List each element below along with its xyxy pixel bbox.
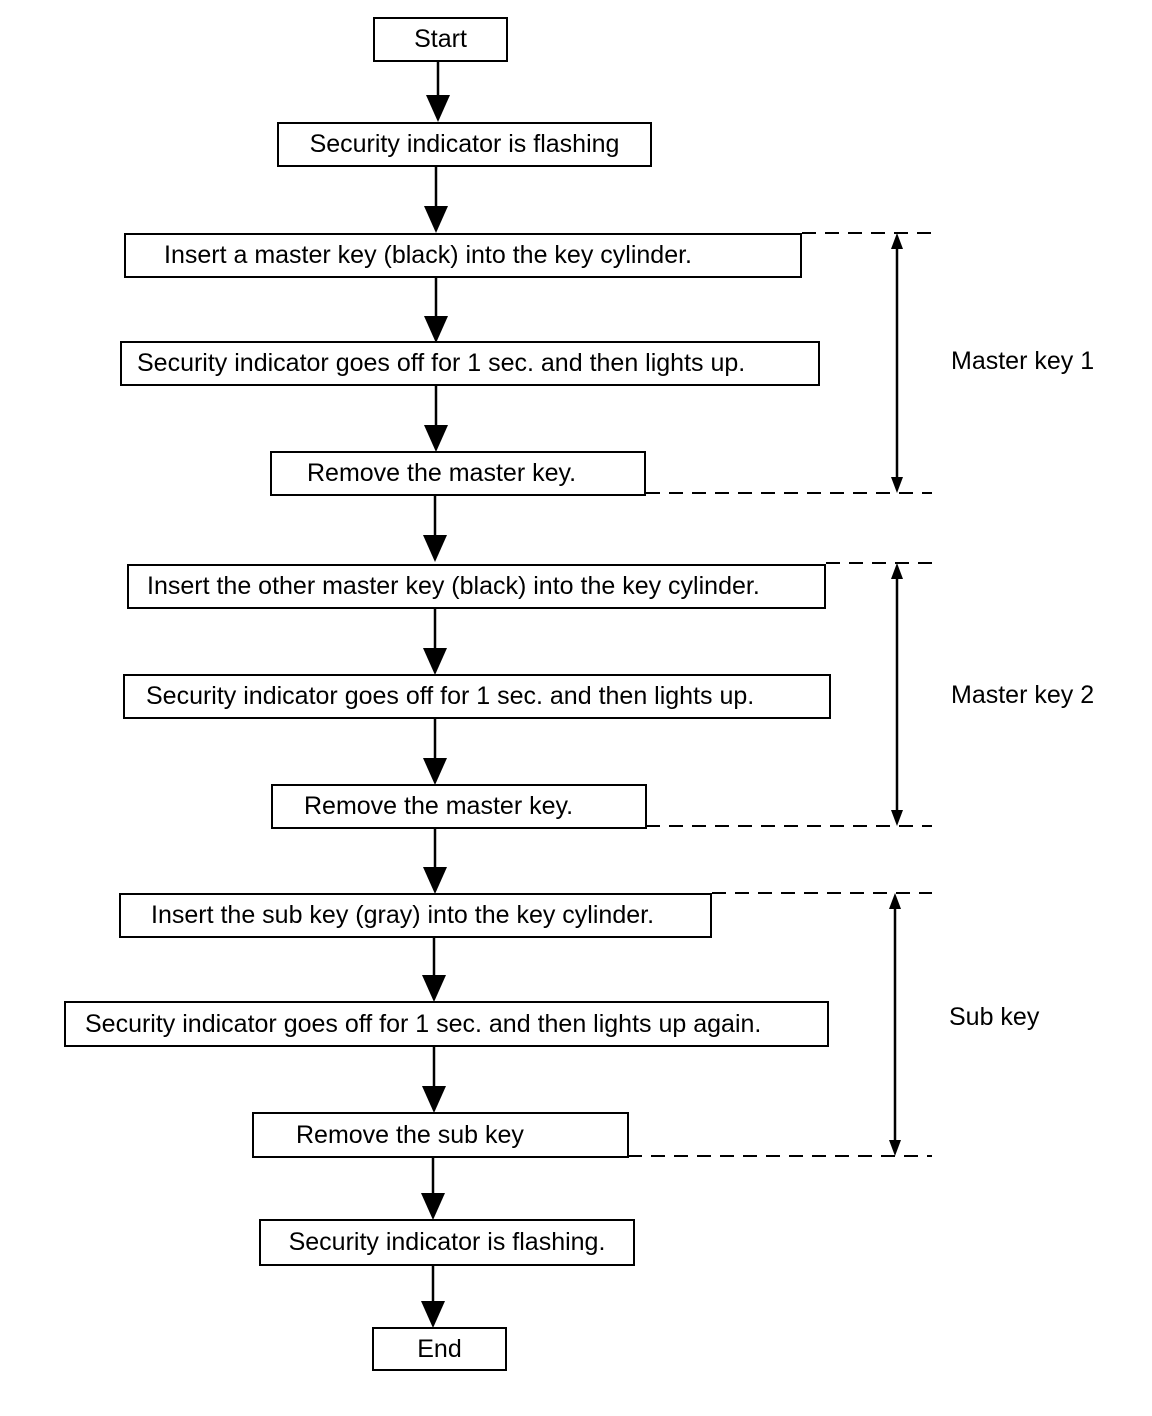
arrowhead <box>424 425 448 452</box>
step-insert-other-master-key: Insert the other master key (black) into… <box>127 564 826 609</box>
span-arrowhead <box>891 563 903 579</box>
group-label-sub-key: Sub key <box>949 1003 1040 1031</box>
arrowhead <box>421 1301 445 1328</box>
step-label: Security indicator goes off for 1 sec. a… <box>85 1009 762 1038</box>
step-indicator-off-on: Security indicator goes off for 1 sec. a… <box>123 674 831 719</box>
arrowhead <box>422 975 446 1002</box>
step-label: Remove the master key. <box>307 459 577 487</box>
step-label: Security indicator is flashing <box>309 130 620 158</box>
step-label: Remove the master key. <box>304 792 574 820</box>
group-label-master-key-1: Master key 1 <box>951 347 1095 375</box>
span-arrowhead <box>889 1140 901 1156</box>
step-remove-master-key: Remove the master key. <box>271 784 647 829</box>
step-label: Insert a master key (black) into the key… <box>164 241 692 269</box>
arrowhead <box>424 316 448 343</box>
step-label: Remove the sub key <box>296 1120 524 1149</box>
arrowhead <box>421 1193 445 1220</box>
step-security-flashing: Security indicator is flashing <box>277 122 652 167</box>
step-remove-master-key: Remove the master key. <box>270 451 646 496</box>
step-label: Security indicator is flashing. <box>288 1228 606 1256</box>
start-terminal: Start <box>373 17 508 62</box>
step-label: Start <box>414 25 467 53</box>
step-label: Security indicator goes off for 1 sec. a… <box>146 682 755 710</box>
end-terminal: End <box>372 1327 507 1371</box>
arrowhead <box>424 206 448 233</box>
step-label: Security indicator goes off for 1 sec. a… <box>137 349 746 377</box>
group-label-master-key-2: Master key 2 <box>951 681 1095 709</box>
step-indicator-off-on-again: Security indicator goes off for 1 sec. a… <box>64 1001 829 1047</box>
arrowhead <box>426 95 450 122</box>
step-insert-sub-key: Insert the sub key (gray) into the key c… <box>119 893 712 938</box>
step-label: Insert the sub key (gray) into the key c… <box>151 901 655 929</box>
step-label: End <box>417 1334 462 1363</box>
step-label: Insert the other master key (black) into… <box>147 572 760 600</box>
arrowhead <box>423 535 447 562</box>
span-arrowhead <box>891 810 903 826</box>
arrowhead <box>423 648 447 675</box>
step-security-flashing-final: Security indicator is flashing. <box>259 1219 635 1266</box>
arrowhead <box>422 1086 446 1113</box>
step-remove-sub-key: Remove the sub key <box>252 1112 629 1158</box>
arrowhead <box>423 867 447 894</box>
span-arrowhead <box>889 893 901 909</box>
span-arrowhead <box>891 477 903 493</box>
step-insert-master-key: Insert a master key (black) into the key… <box>124 233 802 278</box>
arrowhead <box>423 758 447 785</box>
step-indicator-off-on: Security indicator goes off for 1 sec. a… <box>120 341 820 386</box>
span-arrowhead <box>891 233 903 249</box>
